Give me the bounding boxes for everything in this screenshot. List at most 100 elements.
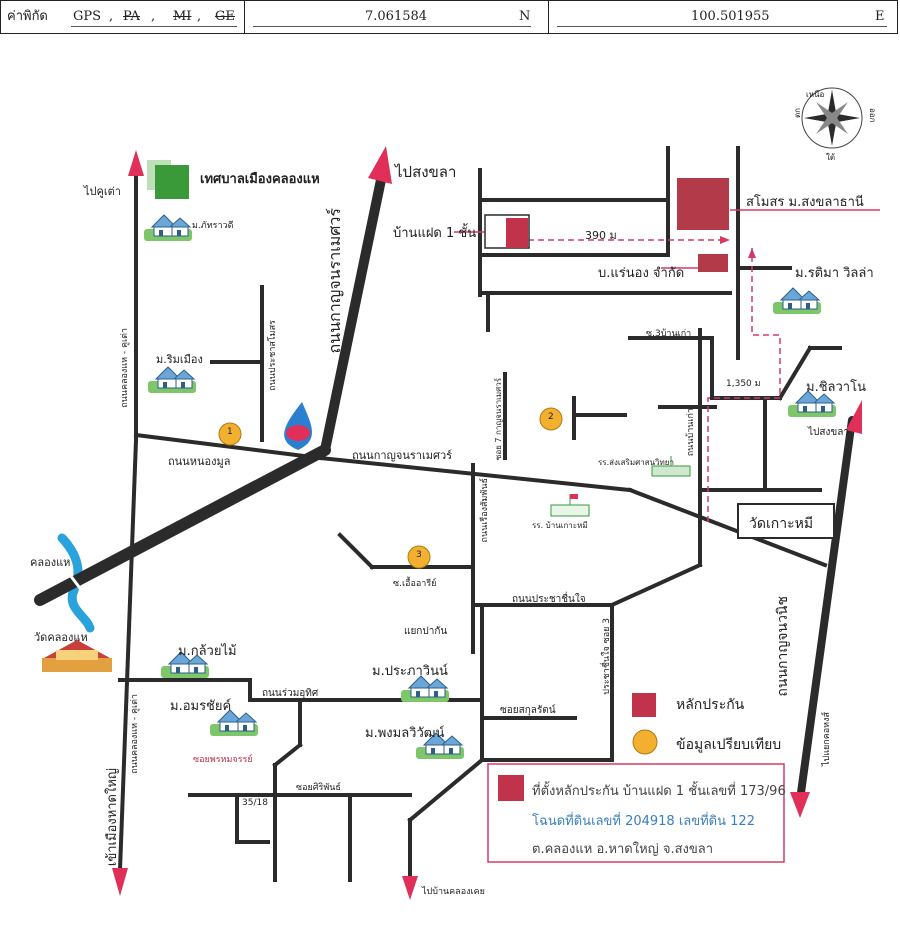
- latitude-value: 7.061584: [365, 9, 428, 24]
- ge-option: GE: [215, 9, 235, 24]
- label-wat-khlong-hae: วัดคลองแห: [34, 631, 88, 644]
- club-building: [677, 178, 729, 230]
- drop-logo: [284, 402, 313, 450]
- label-to-songkhla-top: ไปสงขลา: [395, 163, 457, 181]
- label-rattima: ม.รติมา วิลล่า: [795, 266, 874, 281]
- mi-option: MI: [173, 9, 192, 24]
- gps-option: GPS: [73, 9, 102, 24]
- info-line-3: ต.คลองแห อ.หาดใหญ่ จ.สงขลา: [532, 842, 714, 857]
- info-box-marker: [498, 775, 524, 801]
- label-nong-mun: ถนนหนองมูล: [168, 455, 231, 468]
- label-phatrawadi: ม.ภัทราวดี: [192, 221, 234, 231]
- arrow-down-khlongloei: [402, 876, 418, 900]
- arrow-up-right: [846, 400, 862, 434]
- label-ban-ko-mi-school: รร. บ้านเกาะหมี: [532, 521, 588, 530]
- label-ruam-uthit: ถนนร่วมอุทิศ: [262, 688, 319, 699]
- comparable-2: [539, 407, 563, 431]
- label-to-ban-khlong-loei: ไปบ้านคลองเคย: [422, 887, 485, 897]
- comparable-1: [218, 422, 242, 446]
- label-to-songkhla-right: ไปสงขลา: [808, 427, 849, 438]
- school-ban-ko-mi-icon: [550, 494, 590, 517]
- legend-comparable-swatch: [632, 729, 658, 755]
- school-icon: [651, 456, 691, 477]
- kanchanawanit-main-road: [34, 444, 331, 606]
- label-pracha-chuenchai-soi3: ประชาชื่นใจ ซอย 3: [602, 618, 612, 695]
- label-yaek-pakan: แยกปากัน: [404, 626, 448, 637]
- comparables: [218, 407, 563, 569]
- khlong-hae-canal: [57, 533, 95, 633]
- label-kanchanawanit-road: ถนนกาญจนราเมศวร์: [352, 449, 453, 462]
- compass-west: ตก: [793, 108, 802, 119]
- info-box: [487, 763, 785, 863]
- label-phongmonwiwat: ม.พงมลวิวัฒน์: [365, 726, 445, 741]
- label-soi-sakulrat: ซอยสกุลรัตน์: [500, 705, 556, 716]
- comparable-2-number: 2: [548, 412, 554, 422]
- arrow-up-songkhla: [368, 146, 392, 184]
- label-lot-35-18: 35/18: [242, 798, 268, 808]
- latitude-dir: N: [519, 9, 531, 24]
- kanchanawanit-right-road: [796, 416, 856, 804]
- wat-ko-mi-box: [737, 503, 835, 539]
- coordinate-header: ค่าพิกัด GPS , PA , MI , GE 7.061584 N 1…: [0, 0, 898, 34]
- label-wat-ko-mi: วัดเกาะหมี: [749, 516, 814, 532]
- compass-south: ใต้: [826, 153, 836, 162]
- compass-rose: [801, 87, 863, 149]
- house-phatrawadi-icon: [143, 214, 193, 242]
- label-kanchanawanit-right: ถนนกาญจนวนิช: [775, 596, 791, 697]
- company-building: [698, 254, 728, 272]
- label-prachasamosorn: ถนนประชาสโมสร: [268, 320, 278, 391]
- info-line-1: ที่ตั้งหลักประกัน บ้านแฝด 1 ชั้นเลขที่ 1…: [532, 784, 786, 799]
- temple-icon: [42, 640, 112, 672]
- label-club: สโมสร ม.สงขลาธานี: [746, 195, 864, 210]
- comparable-3: [407, 545, 431, 569]
- label-soi-uarit: ซ.เอื้ออารีย์: [393, 579, 437, 589]
- label-school: รร.ส่งเสริมศาสนวิทยา: [598, 458, 674, 467]
- label-company: บ.แร่นอง จำกัด: [598, 266, 685, 281]
- label-soi-siriphan: ซอยศิริพันธ์: [296, 783, 341, 793]
- label-kluaymai: ม.กล้วยไม้: [178, 644, 237, 659]
- compass-east: ออก: [868, 108, 877, 123]
- info-line-2: โฉนดที่ดินเลขที่ 204918 เลขที่ดิน 122: [532, 814, 755, 829]
- label-kanchanawanit-soi7: ซอย 7 กาญจนราเมศวร์: [494, 378, 503, 461]
- label-soi-phonmajan: ซอยพรหมจรรย์: [193, 755, 253, 765]
- label-subject-house: บ้านแฝด 1 ชั้น: [393, 226, 477, 241]
- label-rueang-samphan: ถนนเรืองสัมพันธ์: [480, 478, 490, 543]
- longitude-dir: E: [875, 9, 885, 24]
- direction-arrows: [112, 146, 862, 900]
- legend-collateral-swatch: [632, 693, 656, 717]
- label-chilawano: ม.ชิลวาโน: [806, 380, 866, 395]
- arrow-down-hatyai: [112, 868, 128, 896]
- label-rimmueang: ม.ริมเมือง: [156, 353, 203, 366]
- label-kanchanawanit-vertical: ถนนกาญจนราเมศวร์: [325, 208, 344, 354]
- compass-north: เหนือ: [806, 90, 825, 99]
- label-to-hatyai: เข้าเมืองหาดใหญ่: [105, 768, 120, 867]
- label-khlong-hae-canal: คลองแห: [30, 556, 71, 569]
- arrow-down-khohong: [790, 792, 810, 818]
- label-to-khutao: ไปคูเต่า: [84, 185, 121, 198]
- local-roads: [117, 146, 842, 882]
- label-khlonghae-khutao-lower: ถนนคลองแห - คูเต่า: [130, 694, 140, 774]
- longitude-value: 100.501955: [691, 9, 770, 24]
- coord-label: ค่าพิกัด: [7, 9, 48, 24]
- label-amonchai: ม.อมรชัยค์: [170, 699, 232, 714]
- comparable-3-number: 3: [416, 550, 422, 560]
- label-khlonghae-khutao-upper: ถนนคลองแห - คูเต่า: [120, 328, 130, 408]
- house-rattima-icon: [772, 287, 822, 315]
- legend-collateral-label: หลักประกัน: [676, 697, 745, 713]
- arrow-up-khutao: [128, 150, 144, 176]
- label-ban-ko-road: ถนนบ้านเก่า: [686, 408, 696, 457]
- municipality-office: [155, 165, 189, 199]
- label-municipality: เทศบาลเมืองคลองแห: [200, 172, 320, 187]
- label-to-kho-hong: ไปแยกคอหงส์: [822, 712, 832, 767]
- label-distance-390: 390 ม: [585, 229, 617, 242]
- legend-comparable-label: ข้อมูลเปรียบเทียบ: [676, 737, 782, 753]
- house-rimmueang-icon: [147, 366, 197, 394]
- comparable-1-number: 1: [227, 427, 233, 437]
- subject-house-marker: [506, 218, 528, 248]
- label-soi3-banko: ซ.3บ้านเก่า: [646, 329, 692, 339]
- pa-option: PA: [123, 9, 140, 24]
- location-map: [34, 87, 880, 900]
- label-distance-1350: 1,350 ม: [726, 379, 761, 389]
- label-praphawin: ม.ประภาวินน์: [372, 664, 448, 679]
- label-pracha-chuenchai: ถนนประชาชื่นใจ: [512, 594, 586, 605]
